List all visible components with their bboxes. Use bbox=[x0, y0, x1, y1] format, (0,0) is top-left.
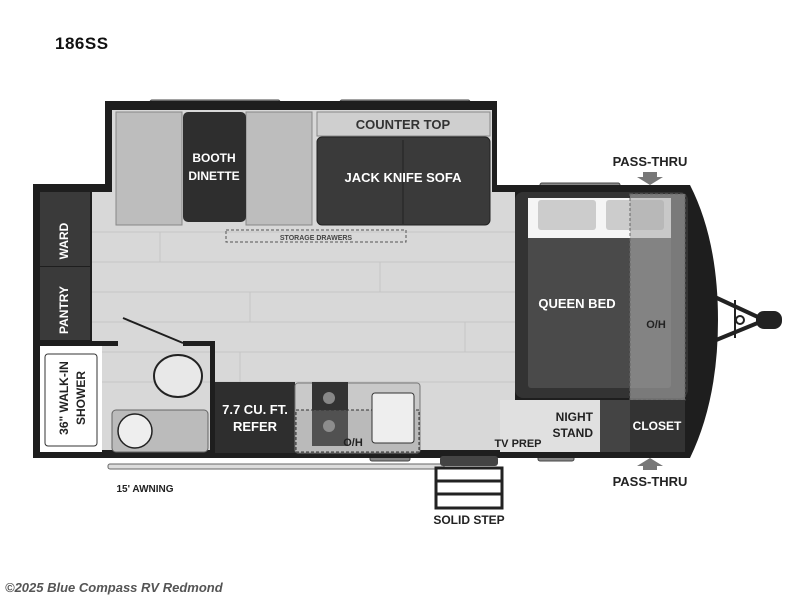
pillow bbox=[538, 200, 596, 230]
counter-top bbox=[316, 111, 491, 137]
overhead-bed-label: O/H bbox=[646, 319, 666, 331]
dinette-table bbox=[183, 112, 246, 222]
night-stand-label-2: STAND bbox=[553, 426, 594, 440]
counter-top-label: COUNTER TOP bbox=[356, 117, 451, 132]
watermark: ©2025 Blue Compass RV Redmond bbox=[5, 580, 223, 595]
booth-dinette-label-2: DINETTE bbox=[188, 169, 239, 183]
hitch bbox=[703, 290, 782, 347]
solid-step bbox=[434, 456, 504, 510]
shower-label: 36" WALK-IN bbox=[57, 361, 71, 435]
wardrobe bbox=[40, 192, 90, 266]
awning bbox=[107, 463, 445, 470]
night-stand-label: NIGHT bbox=[556, 410, 594, 424]
shower-label-2: SHOWER bbox=[74, 371, 88, 425]
bathroom-sink bbox=[117, 413, 153, 449]
storage-drawers bbox=[225, 229, 407, 243]
arrow-up-icon bbox=[637, 458, 663, 470]
burner bbox=[323, 420, 335, 432]
booth-dinette-label: BOOTH bbox=[192, 151, 235, 165]
refer-label: 7.7 CU. FT. bbox=[222, 402, 288, 417]
queen-bed-label: QUEEN BED bbox=[538, 296, 615, 311]
closet-label: CLOSET bbox=[633, 419, 682, 433]
overhead-bed bbox=[629, 193, 686, 401]
burner bbox=[323, 392, 335, 404]
refrigerator bbox=[215, 382, 295, 453]
awning-label: 15' AWNING bbox=[116, 484, 173, 495]
toilet bbox=[153, 354, 203, 398]
refer-label-2: REFER bbox=[233, 419, 278, 434]
pass-thru-top-label: PASS-THRU bbox=[613, 154, 688, 169]
kitchen-sink bbox=[371, 392, 415, 444]
arrow-down-icon bbox=[637, 172, 663, 185]
model-title: 186SS bbox=[55, 34, 109, 53]
pantry bbox=[40, 267, 90, 340]
tv-prep-label: TV PREP bbox=[494, 438, 541, 450]
dinette-seat-right bbox=[245, 111, 313, 226]
storage-drawers-label: STORAGE DRAWERS bbox=[280, 235, 353, 242]
pass-thru-bottom-label: PASS-THRU bbox=[613, 474, 688, 489]
overhead-kitchen-label: O/H bbox=[343, 437, 363, 449]
floor-planks bbox=[92, 231, 515, 383]
jack-knife-sofa-label: JACK KNIFE SOFA bbox=[344, 170, 462, 185]
dinette-seat-left bbox=[115, 111, 183, 226]
solid-step-label: SOLID STEP bbox=[433, 513, 504, 527]
bathroom-door[interactable] bbox=[122, 317, 184, 344]
closet[interactable] bbox=[630, 400, 685, 452]
night-stand bbox=[500, 400, 600, 452]
ward-label: WARD bbox=[57, 222, 71, 259]
pantry-label: PANTRY bbox=[57, 286, 71, 334]
